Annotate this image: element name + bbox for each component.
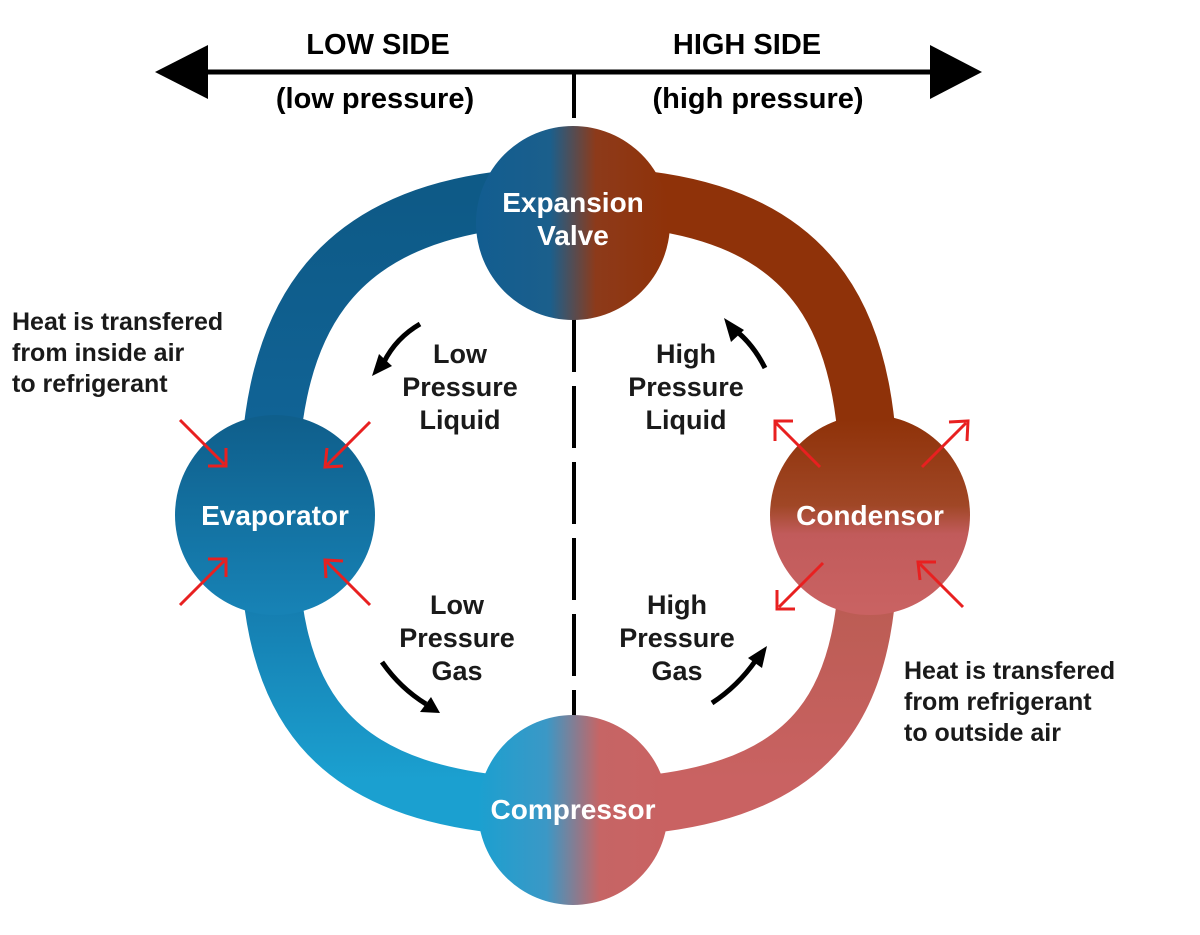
note-line: to refrigerant bbox=[12, 370, 168, 398]
flow-label-line: Gas bbox=[431, 656, 482, 686]
flow-arrow-icon bbox=[710, 646, 767, 706]
flow-label-line: Pressure bbox=[402, 372, 518, 402]
high-side-subtitle: (high pressure) bbox=[652, 83, 863, 115]
compressor-label: Compressor bbox=[491, 794, 656, 825]
heat-out-arrow-icon bbox=[773, 419, 822, 469]
low-side-title: LOW SIDE bbox=[306, 29, 449, 61]
heat-in-arrow-icon bbox=[323, 420, 372, 469]
note-line: Heat is transfered bbox=[12, 308, 223, 336]
note-line: from inside air bbox=[12, 339, 185, 367]
flow-label-line: Low bbox=[430, 590, 485, 620]
low-pressure-gas-label: Low Pressure Gas bbox=[399, 590, 515, 686]
left-arrowhead-icon bbox=[155, 45, 208, 99]
evaporator-heat-arrows bbox=[178, 418, 372, 607]
heat-in-arrow-icon bbox=[323, 558, 372, 607]
flow-label-line: Low bbox=[433, 339, 488, 369]
flow-arrow-icon bbox=[372, 321, 422, 376]
flow-label-line: Gas bbox=[651, 656, 702, 686]
flow-label-line: High bbox=[647, 590, 707, 620]
expansion-valve: Expansion Valve bbox=[476, 126, 670, 320]
compressor: Compressor bbox=[478, 715, 668, 905]
flow-arrow-icon bbox=[379, 660, 440, 713]
right-arrowhead-icon bbox=[930, 45, 982, 99]
expansion-valve-label-line2: Valve bbox=[537, 220, 609, 251]
condensor-label: Condensor bbox=[796, 500, 944, 531]
heat-in-arrow-icon bbox=[178, 557, 228, 607]
flow-label-line: Liquid bbox=[420, 405, 501, 435]
note-line: from refrigerant bbox=[904, 688, 1092, 716]
condensor-heat-arrows bbox=[773, 419, 970, 611]
note-line: Heat is transfered bbox=[904, 657, 1115, 685]
flow-label-line: High bbox=[656, 339, 716, 369]
flow-label-line: Liquid bbox=[646, 405, 727, 435]
flow-direction-arrows bbox=[372, 318, 768, 713]
evaporator-label: Evaporator bbox=[201, 500, 349, 531]
heat-out-arrow-icon bbox=[920, 419, 970, 469]
low-pressure-liquid-label: Low Pressure Liquid bbox=[402, 339, 518, 435]
high-side-title: HIGH SIDE bbox=[673, 29, 821, 61]
heat-in-arrow-icon bbox=[916, 560, 965, 609]
flow-label-line: Pressure bbox=[399, 623, 515, 653]
flow-arrow-icon bbox=[724, 318, 768, 370]
heat-in-arrow-icon bbox=[178, 418, 228, 468]
low-side-subtitle: (low pressure) bbox=[276, 83, 474, 115]
high-pressure-liquid-label: High Pressure Liquid bbox=[628, 339, 744, 435]
flow-label-line: Pressure bbox=[628, 372, 744, 402]
note-line: to outside air bbox=[904, 719, 1061, 747]
pressure-axis bbox=[155, 45, 982, 99]
evaporator-heat-note: Heat is transfered from inside air to re… bbox=[12, 308, 223, 398]
heat-out-arrow-icon bbox=[775, 561, 825, 611]
expansion-valve-label-line1: Expansion bbox=[502, 187, 644, 218]
condensor-heat-note: Heat is transfered from refrigerant to o… bbox=[904, 657, 1115, 747]
flow-label-line: Pressure bbox=[619, 623, 735, 653]
high-pressure-gas-label: High Pressure Gas bbox=[619, 590, 735, 686]
